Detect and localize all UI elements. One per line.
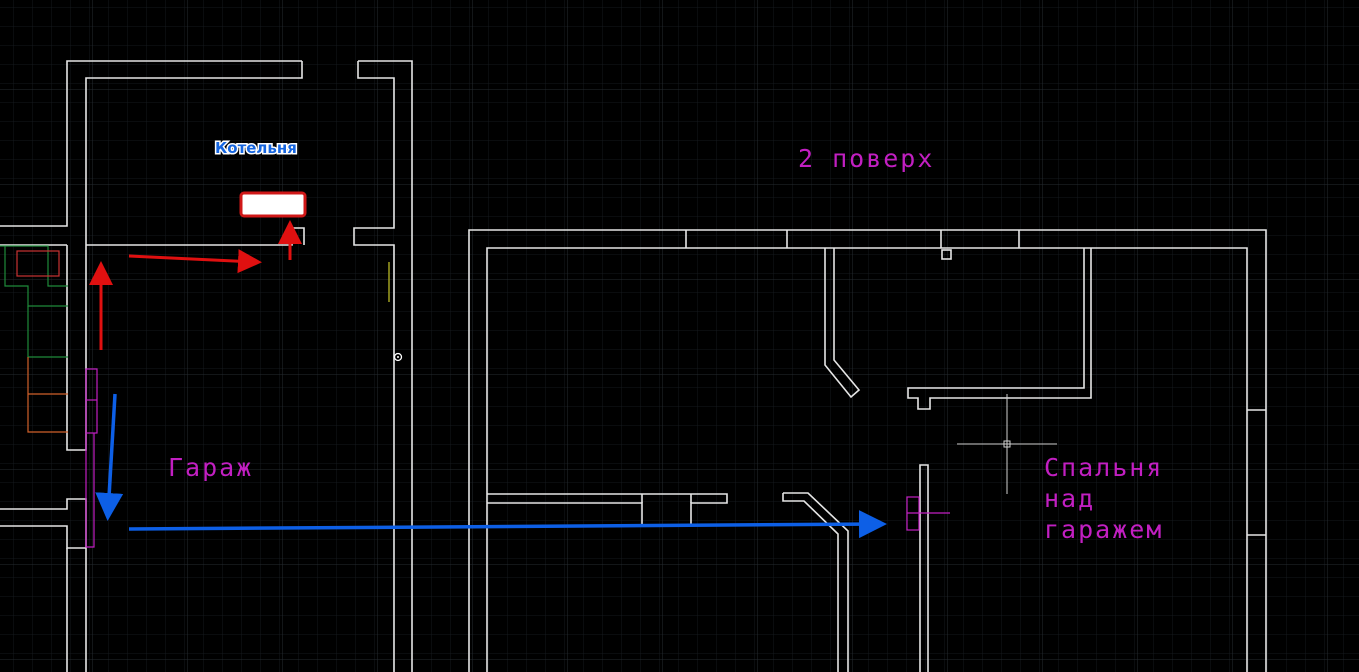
blue-arrow-right bbox=[128, 510, 887, 539]
bedroom-walls bbox=[468, 229, 1267, 672]
boiler-unit bbox=[239, 191, 307, 218]
bedroom-label-line1: Спальня bbox=[1044, 453, 1163, 482]
left-furniture bbox=[0, 245, 68, 433]
blue-arrows bbox=[95, 393, 887, 539]
bedroom-label-line3: гаражем bbox=[1044, 515, 1163, 544]
red-arrow-right bbox=[128, 249, 262, 274]
floor-label: 2 поверх bbox=[798, 144, 934, 173]
bedroom-label-line2: над bbox=[1044, 484, 1095, 513]
bedroom-radiator-symbol bbox=[906, 496, 950, 531]
boiler-room-label: Котельня bbox=[215, 139, 297, 157]
snap-marker-icon bbox=[393, 352, 403, 362]
garage-label: Гараж bbox=[168, 453, 253, 482]
garage-door-symbol bbox=[85, 368, 98, 548]
blue-arrow-down bbox=[95, 393, 124, 521]
crosshair-cursor-icon bbox=[957, 394, 1057, 494]
red-arrows bbox=[89, 220, 302, 350]
